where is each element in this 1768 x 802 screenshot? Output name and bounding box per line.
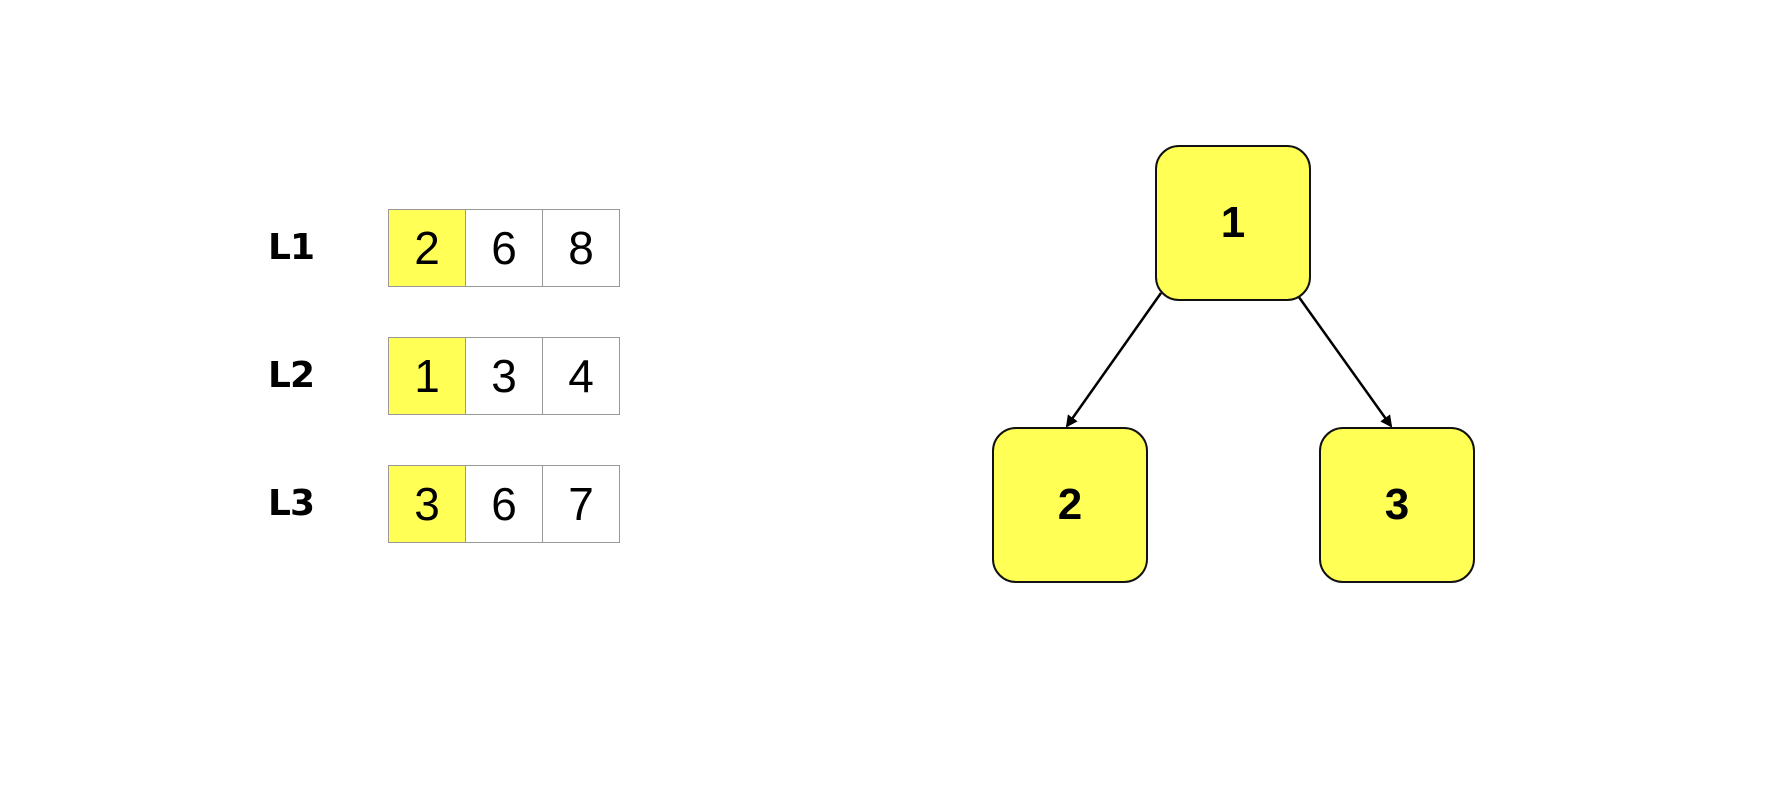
list-cell: 6 (465, 465, 543, 543)
edge-root-right (1294, 292, 1393, 428)
list-label-l1: L1 (268, 227, 315, 268)
list-cell: 2 (388, 209, 466, 287)
list-cell: 6 (465, 209, 543, 287)
list-cell: 4 (542, 337, 620, 415)
list-cell: 3 (465, 337, 543, 415)
list-row-l3: 3 6 7 (388, 465, 620, 543)
tree-node-left: 2 (992, 427, 1148, 583)
edge-root-left (1065, 292, 1163, 428)
list-cell: 8 (542, 209, 620, 287)
list-cell: 1 (388, 337, 466, 415)
list-cell: 3 (388, 465, 466, 543)
list-row-l1: 2 6 8 (388, 209, 620, 287)
tree-node-right: 3 (1319, 427, 1475, 583)
list-label-l3: L3 (268, 483, 315, 524)
list-cell: 7 (542, 465, 620, 543)
tree-node-root: 1 (1155, 145, 1311, 301)
list-label-l2: L2 (268, 355, 315, 396)
list-row-l2: 1 3 4 (388, 337, 620, 415)
